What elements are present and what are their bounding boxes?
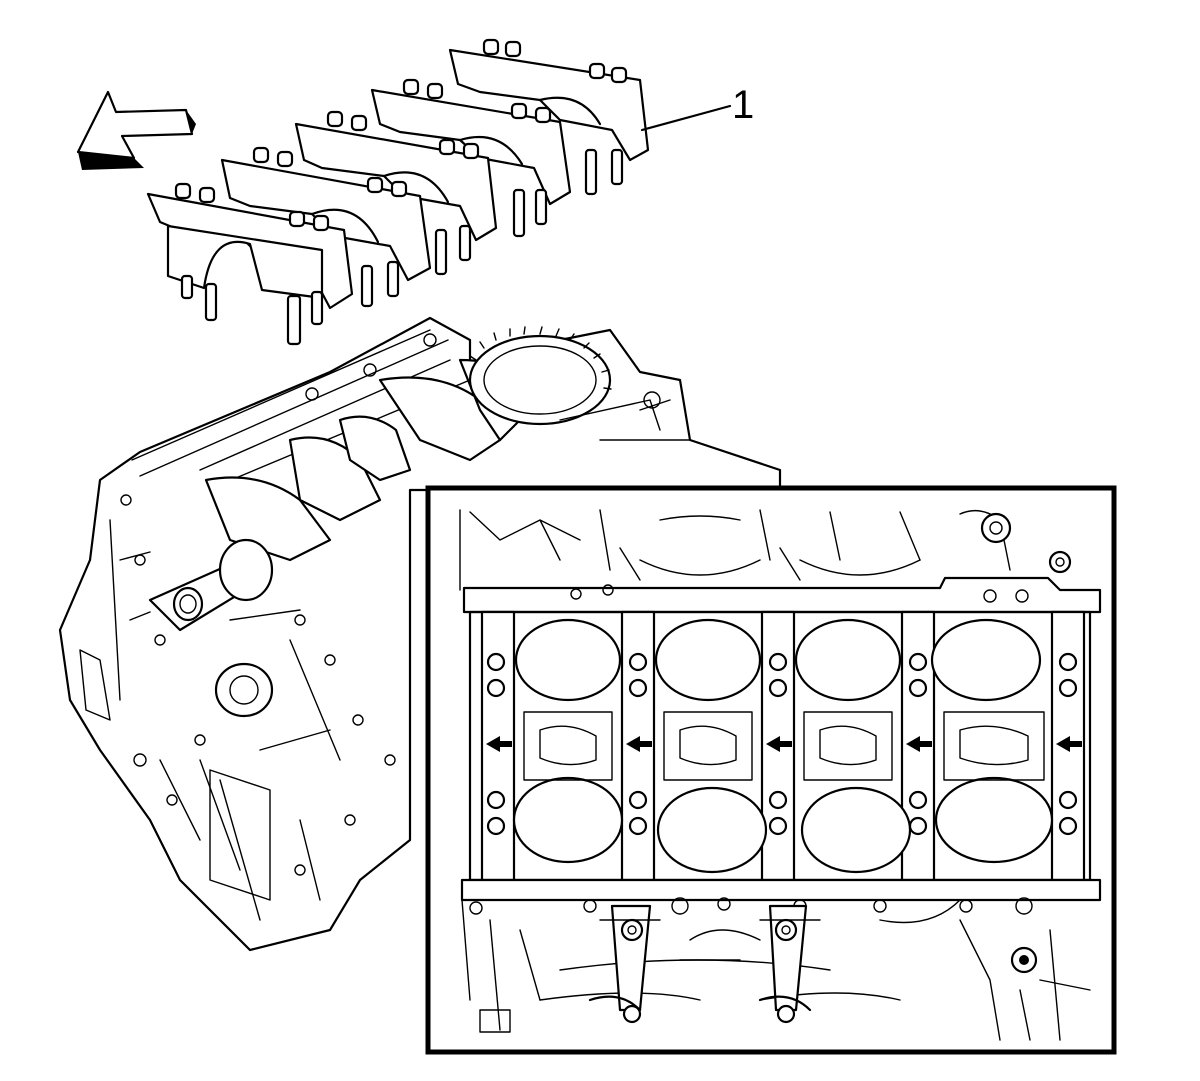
bearing-cap-5 xyxy=(448,38,650,196)
cylinder-bores xyxy=(512,618,1054,874)
bearing-caps-group xyxy=(146,38,650,346)
bulkhead-bolts xyxy=(486,652,1078,836)
engine-block xyxy=(58,316,782,952)
arrow-front-icon xyxy=(76,90,196,170)
bearing-cap-1 xyxy=(146,182,354,346)
callout-1: 1 xyxy=(640,83,754,132)
cap-direction-arrows xyxy=(486,736,1082,752)
callout-number: 1 xyxy=(732,83,754,127)
inset-detail-view xyxy=(425,485,1117,1055)
